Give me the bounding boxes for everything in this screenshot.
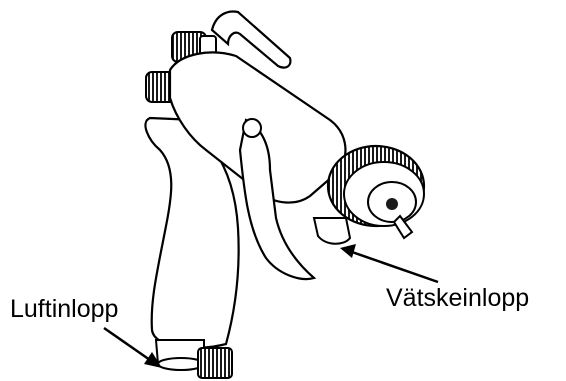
air-inlet-label: Luftinlopp	[10, 297, 118, 322]
trigger-pivot	[243, 119, 261, 137]
fluid-inlet-fitting	[314, 218, 350, 244]
fluid-inlet-label: Vätskeinlopp	[386, 286, 529, 311]
fluid-inlet-arrow	[340, 244, 438, 282]
